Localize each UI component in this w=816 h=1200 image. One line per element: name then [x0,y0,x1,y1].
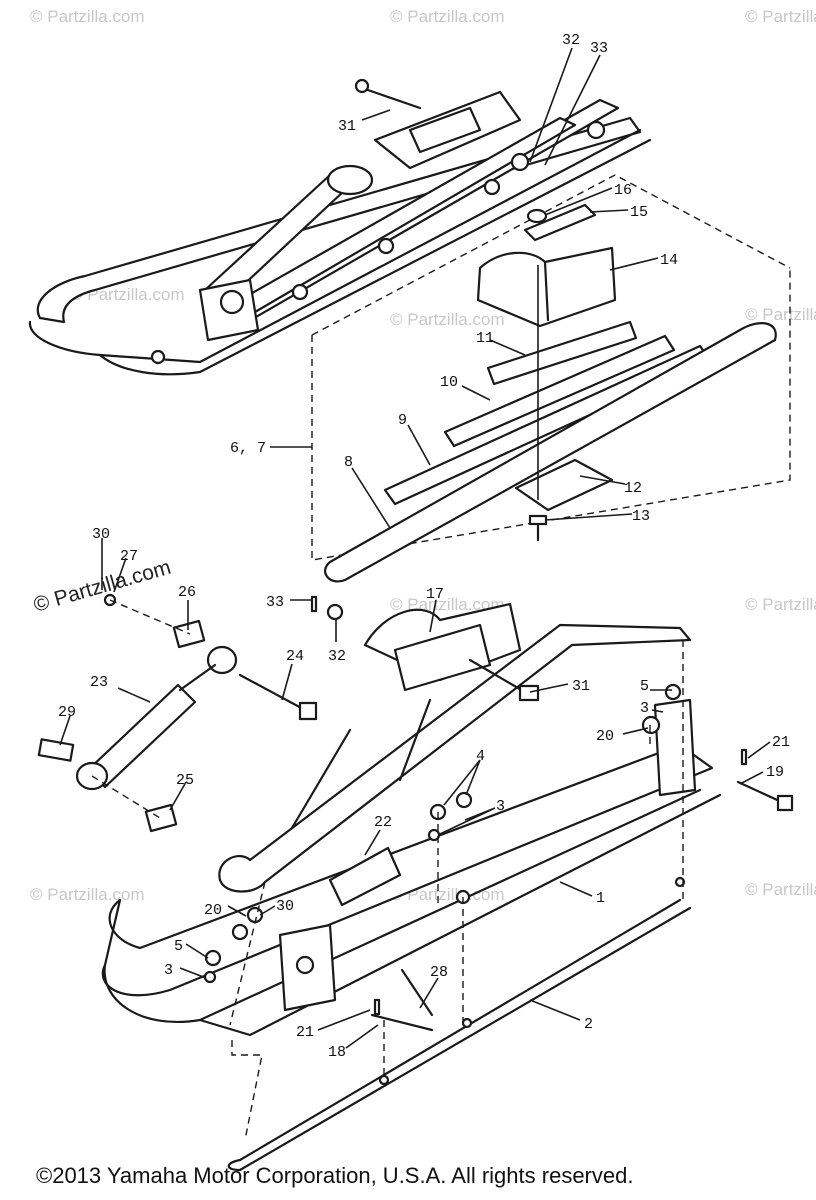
copyright-notice: ©2013 Yamaha Motor Corporation, U.S.A. A… [36,1163,634,1188]
callout-32: 32 [562,32,580,49]
callout-24: 24 [286,648,304,665]
leader-lines [59,47,771,1049]
callout-12: 12 [624,480,642,497]
callout-13: 13 [632,508,650,525]
callout-6-7: 6, 7 [230,440,266,457]
watermark: © Partzilla.com [745,305,816,324]
callout-30: 30 [92,526,110,543]
callout-3: 3 [164,962,173,979]
watermark: © Partzilla.com [745,7,816,26]
callout-27: 27 [120,548,138,565]
callout-1: 1 [596,890,605,907]
callout-21: 21 [296,1024,314,1041]
callout-18: 18 [328,1044,346,1061]
watermark: © Partzilla.com [745,880,816,899]
callout-5: 5 [174,938,183,955]
callout-26: 26 [178,584,196,601]
watermark: © Partzilla.com [390,885,505,904]
callout-22: 22 [374,814,392,831]
callout-20: 20 [204,902,222,919]
callout-23: 23 [90,674,108,691]
callout-11: 11 [476,330,494,347]
watermark: © Partzilla.com [745,595,816,614]
callout-15: 15 [630,204,648,221]
leaf-spring-subassembly [311,174,791,583]
callout-33: 33 [266,594,284,611]
callout-31: 31 [572,678,590,695]
watermark: © Partzilla.com [30,7,145,26]
callout-labels: 32 33 31 16 15 14 11 10 9 6, 7 8 12 13 3… [58,32,790,1061]
callout-2: 2 [584,1016,593,1033]
callout-8: 8 [344,454,353,471]
callout-19: 19 [766,764,784,781]
exploded-ski-illustration [37,593,794,1172]
callout-10: 10 [440,374,458,391]
callout-29: 29 [58,704,76,721]
callout-3: 3 [496,798,505,815]
assembled-ski-illustration [28,78,652,376]
callout-4: 4 [476,748,485,765]
callout-16: 16 [614,182,632,199]
callout-17: 17 [426,586,444,603]
callout-31: 31 [338,118,356,135]
watermark: © Partzilla.com [30,885,145,904]
callout-21: 21 [772,734,790,751]
callout-30: 30 [276,898,294,915]
callout-14: 14 [660,252,678,269]
callout-33: 33 [590,40,608,57]
callout-9: 9 [398,412,407,429]
callout-25: 25 [176,772,194,789]
callout-32: 32 [328,648,346,665]
watermark: © Partzilla.com [390,7,505,26]
callout-3: 3 [640,700,649,717]
callout-28: 28 [430,964,448,981]
callout-5: 5 [640,678,649,695]
callout-20: 20 [596,728,614,745]
watermark: © Partzilla.com [390,310,505,329]
